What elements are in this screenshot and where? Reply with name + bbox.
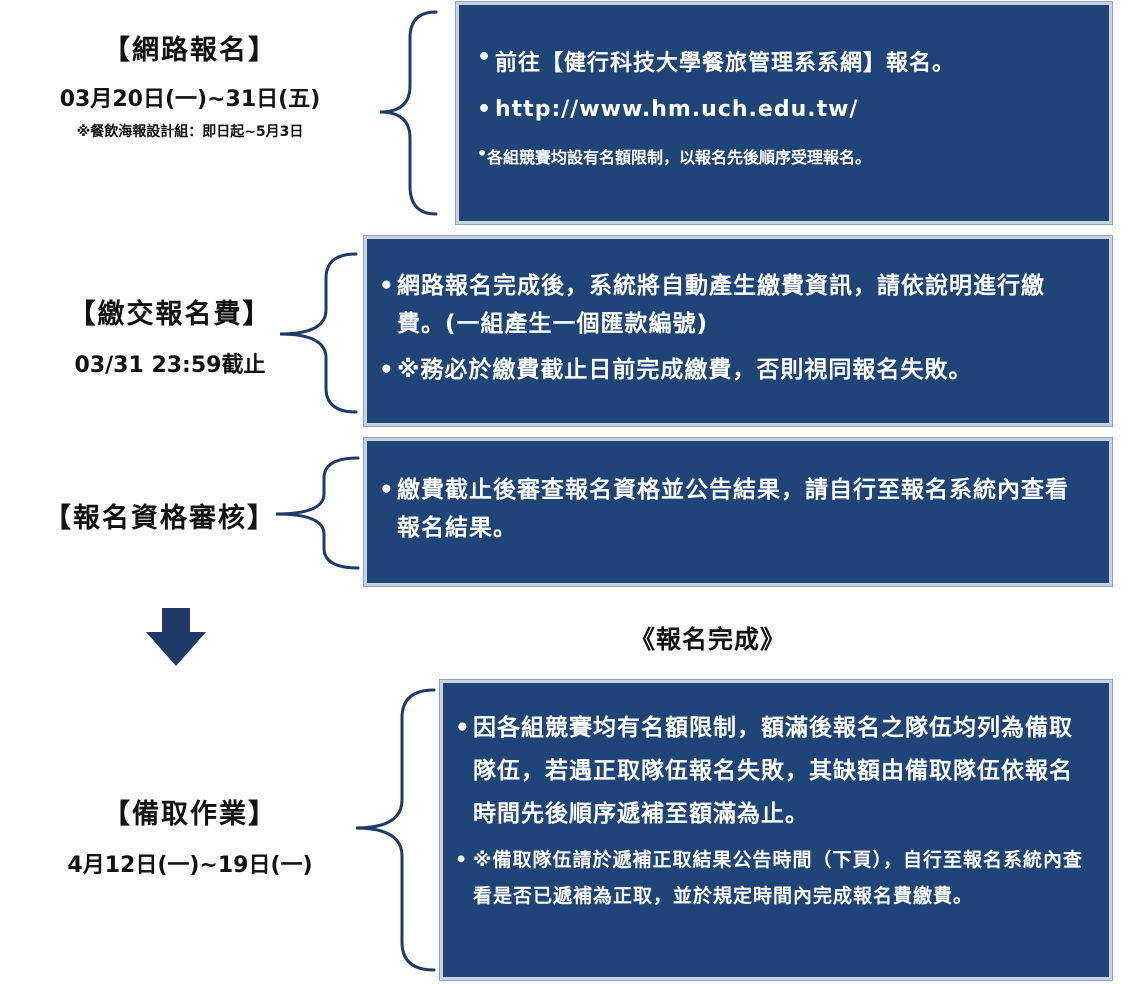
step-1-box: 前往【健行科技大學餐旅管理系系網】報名。 http://www.hm.uch.e… <box>456 2 1112 224</box>
step-3-label: 【報名資格審核】 <box>20 496 300 535</box>
step-4-date: 4月12日(一)~19日(一) <box>67 853 313 878</box>
step-3-title: 【報名資格審核】 <box>44 503 276 534</box>
step-2-date: 03/31 23:59截止 <box>74 353 266 378</box>
step-1-label: 【網路報名】 03月20日(一)~31日(五) ※餐飲海報設計組：即日起~5月3… <box>20 28 360 141</box>
step-1-item-2: http://www.hm.uch.edu.tw/ <box>473 97 1093 122</box>
step-4-item-1: 因各組競賽均有名額限制，額滿後報名之隊伍均列為備取隊伍，若遇正取隊伍報名失敗，其… <box>451 707 1095 836</box>
step-1-item-1: 前往【健行科技大學餐旅管理系系網】報名。 <box>473 45 1093 77</box>
step-4-label: 【備取作業】 4月12日(一)~19日(一) <box>20 792 360 879</box>
completion-text: 《報名完成》 <box>630 625 787 654</box>
step-2-item-1: 網路報名完成後，系統將自動產生繳費資訊，請依說明進行繳費。(一組產生一個匯款編號… <box>375 267 1089 343</box>
step-1-item-3: 各組競賽均設有名額限制，以報名先後順序受理報名。 <box>473 144 1093 168</box>
step-1-note: ※餐飲海報設計組：即日起~5月3日 <box>76 124 304 140</box>
down-arrow-icon <box>146 608 206 666</box>
step-2-title: 【繳交報名費】 <box>68 299 272 330</box>
step-4-title: 【備取作業】 <box>103 799 277 830</box>
step-3-item-1: 繳費截止後審查報名資格並公告結果，請自行至報名系統內查看報名結果。 <box>375 471 1089 547</box>
step-4-brace <box>355 688 436 972</box>
step-3-box: 繳費截止後審查報名資格並公告結果，請自行至報名系統內查看報名結果。 <box>364 438 1112 586</box>
step-4-box: 因各組競賽均有名額限制，額滿後報名之隊伍均列為備取隊伍，若遇正取隊伍報名失敗，其… <box>440 680 1112 980</box>
step-4-item-2: ※備取隊伍請於遞補正取結果公告時間（下頁），自行至報名系統內查看是否已遞補為正取… <box>451 842 1095 914</box>
step-3-brace <box>275 456 360 570</box>
step-2-brace <box>279 252 358 414</box>
step-1-title: 【網路報名】 <box>103 35 277 66</box>
step-1-date: 03月20日(一)~31日(五) <box>59 87 321 112</box>
step-1-brace <box>379 10 438 216</box>
step-2-label: 【繳交報名費】 03/31 23:59截止 <box>20 292 320 379</box>
step-2-item-2: ※務必於繳費截止日前完成繳費，否則視同報名失敗。 <box>375 351 1089 389</box>
step-2-box: 網路報名完成後，系統將自動產生繳費資訊，請依說明進行繳費。(一組產生一個匯款編號… <box>364 236 1112 426</box>
